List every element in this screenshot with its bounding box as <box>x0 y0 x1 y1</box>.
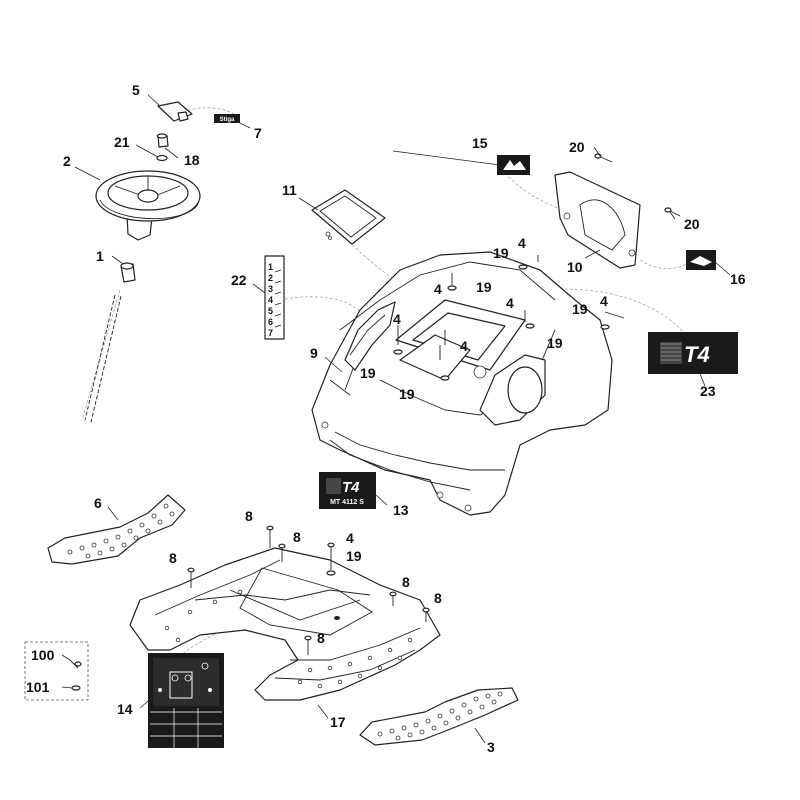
body-fasteners <box>393 255 625 381</box>
decal-part-15 <box>497 155 530 175</box>
decal-23-logo: T4 <box>684 342 710 367</box>
gear-label-list: 1 2 3 4 5 6 7 <box>268 262 273 338</box>
cover-panel-part-11 <box>311 189 386 245</box>
callout-19: 19 <box>493 245 509 261</box>
gear-label: 4 <box>268 295 273 305</box>
washer-part-21 <box>156 154 168 162</box>
callout-2: 2 <box>63 153 71 169</box>
footrest-plate-part-6 <box>47 494 186 565</box>
callout-21: 21 <box>114 134 130 150</box>
steering-wheel-part-2 <box>95 170 201 241</box>
callout-8: 8 <box>169 550 177 566</box>
callout-4: 4 <box>600 293 608 309</box>
floor-fasteners <box>187 525 430 655</box>
cap-part-5 <box>157 101 193 122</box>
callout-5: 5 <box>132 82 140 98</box>
decal-13-model: MT 4112 S <box>330 499 364 506</box>
callout-4: 4 <box>346 530 354 546</box>
gear-label: 2 <box>268 273 273 283</box>
callout-13: 13 <box>393 502 409 518</box>
callout-9: 9 <box>310 345 318 361</box>
callout-8: 8 <box>245 508 253 524</box>
leader-lines <box>61 94 731 744</box>
rear-panel-part-10 <box>554 171 641 269</box>
callout-7: 7 <box>254 125 262 141</box>
callout-8: 8 <box>293 529 301 545</box>
callout-4: 4 <box>393 311 401 327</box>
callout-19: 19 <box>547 335 563 351</box>
callout-20: 20 <box>684 216 700 232</box>
callout-4: 4 <box>518 235 526 251</box>
footrest-plate-part-3 <box>359 687 519 746</box>
callout-8: 8 <box>317 630 325 646</box>
callout-19: 19 <box>476 279 492 295</box>
callout-19-floor: 19 <box>346 548 362 564</box>
decal-part-7: Stiga <box>214 114 240 123</box>
callout-4: 4 <box>460 338 468 354</box>
callout-23: 23 <box>700 383 716 399</box>
decal-part-23: T4 <box>648 332 738 374</box>
callout-101: 101 <box>26 679 50 695</box>
gear-label: 1 <box>268 262 273 272</box>
callout-100: 100 <box>31 647 55 663</box>
callout-8: 8 <box>402 574 410 590</box>
callout-list: 1 2 3 4 4 4 4 4 4 4 5 6 7 8 8 8 8 8 8 9 … <box>26 82 746 755</box>
instruction-decal-part-14 <box>148 653 224 748</box>
callout-22: 22 <box>231 272 247 288</box>
plate-holes <box>377 691 503 741</box>
decal-part-16 <box>686 250 716 270</box>
callout-20: 20 <box>569 139 585 155</box>
callout-16: 16 <box>730 271 746 287</box>
nut-part-18 <box>156 133 169 148</box>
gear-label: 3 <box>268 284 273 294</box>
floor-holes <box>164 589 413 689</box>
callout-19: 19 <box>399 386 415 402</box>
callout-4: 4 <box>434 281 442 297</box>
gear-label: 7 <box>268 328 273 338</box>
decal-7-text: Stiga <box>220 117 235 123</box>
callout-17: 17 <box>330 714 346 730</box>
steering-shaft <box>81 289 122 423</box>
gear-label: 6 <box>268 317 273 327</box>
decal-part-13: T4 MT 4112 S <box>319 472 376 509</box>
callout-3: 3 <box>487 739 495 755</box>
gear-decal-part-22: 1 2 3 4 5 6 7 <box>264 255 285 340</box>
screws-part-20 <box>594 153 681 217</box>
kit-box-100-101 <box>24 641 89 701</box>
callout-1: 1 <box>96 248 104 264</box>
callout-18: 18 <box>184 152 200 168</box>
hub-adaptor-part-1 <box>120 262 136 283</box>
callout-10: 10 <box>567 259 583 275</box>
decal-13-logo: T4 <box>342 479 360 496</box>
callout-11: 11 <box>282 182 297 198</box>
callout-19: 19 <box>360 365 376 381</box>
callout-8: 8 <box>434 590 442 606</box>
floor-pan-part-17 <box>129 547 441 701</box>
main-body-part-9 <box>311 251 613 516</box>
callout-15: 15 <box>472 135 488 151</box>
callout-6: 6 <box>94 495 102 511</box>
callout-19: 19 <box>572 301 588 317</box>
callout-14: 14 <box>117 701 133 717</box>
gear-label: 5 <box>268 306 273 316</box>
plate-holes <box>67 503 175 559</box>
callout-4: 4 <box>506 295 514 311</box>
